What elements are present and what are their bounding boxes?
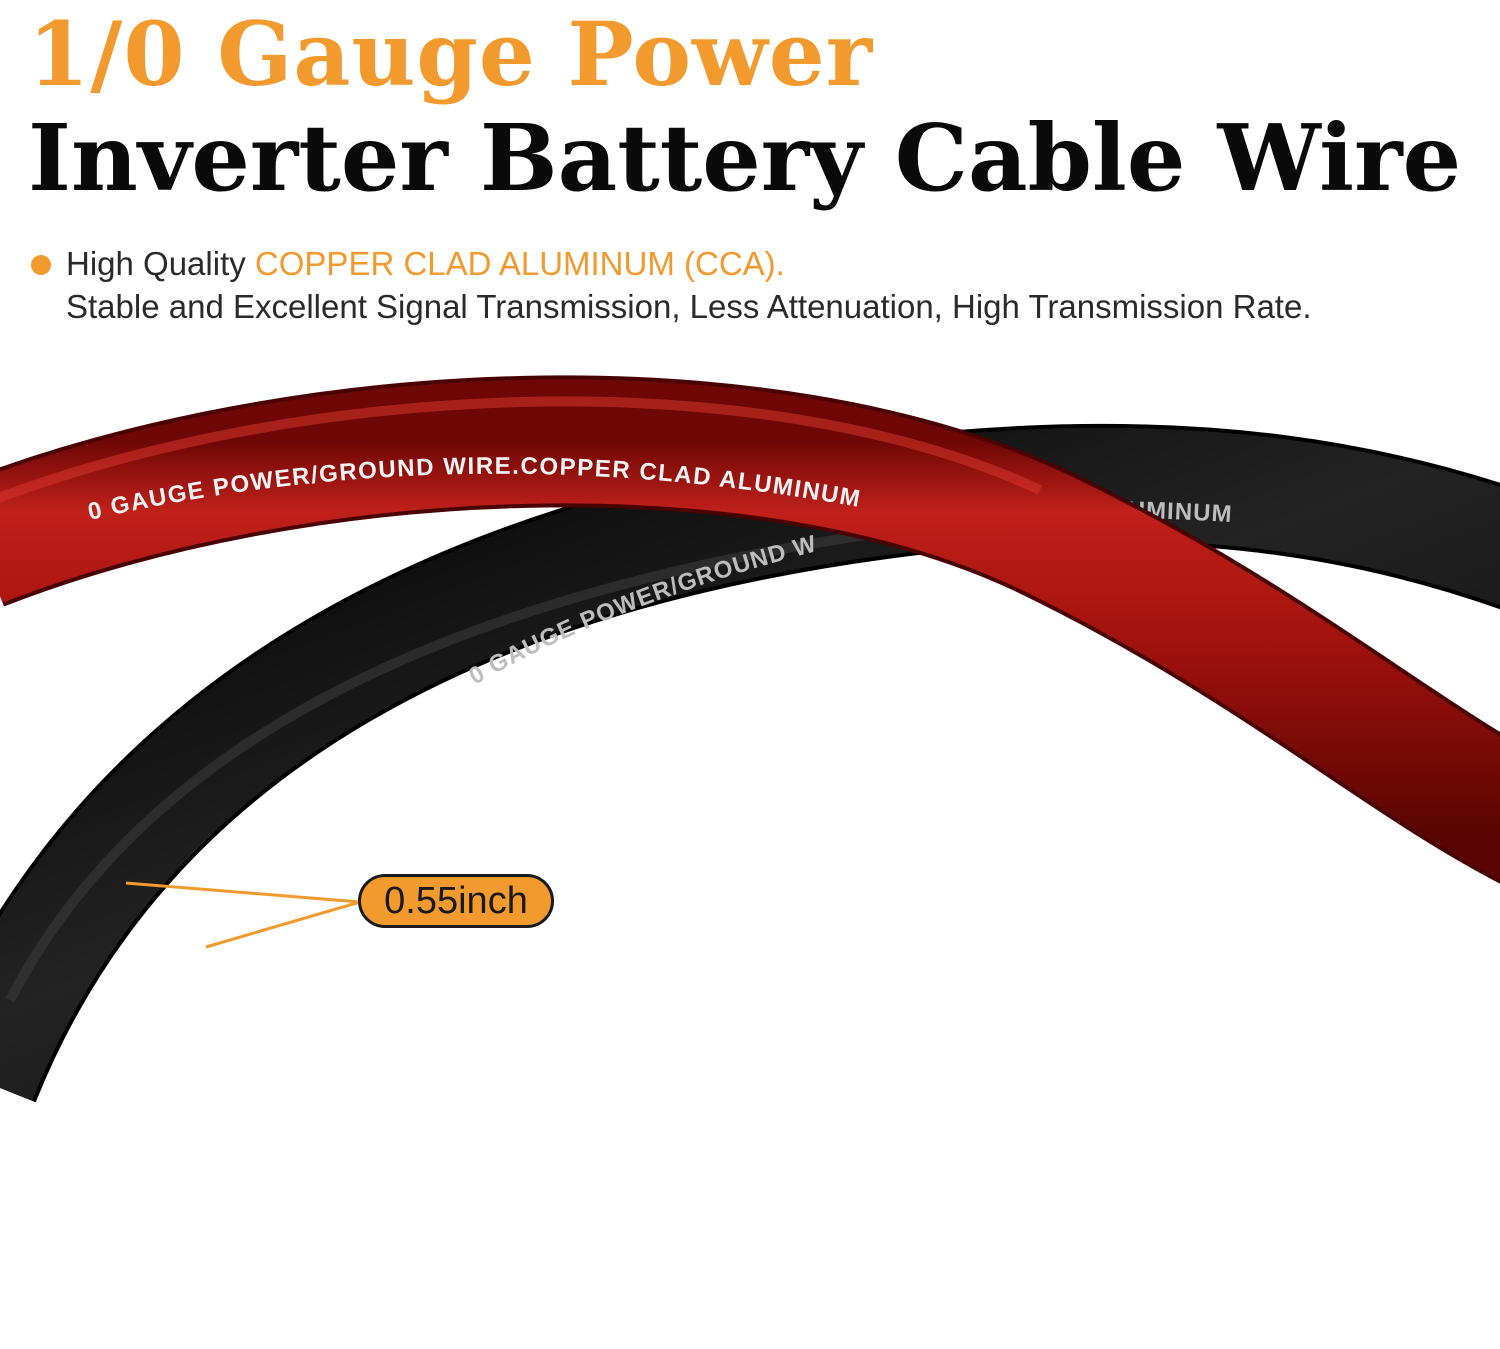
feature-highlight: COPPER CLAD ALUMINUM (CCA). <box>254 245 785 282</box>
feature-prefix: High Quality <box>66 245 255 282</box>
black-cable: 0 GAUGE POWER/GROUND W AD ALUMINUM <box>0 423 1500 1103</box>
feature-line: High Quality COPPER CLAD ALUMINUM (CCA). <box>66 245 785 283</box>
measurement-label: 0.55inch <box>358 874 554 928</box>
measurement-pointer <box>125 881 361 949</box>
bullet-icon <box>31 255 51 275</box>
feature-description: Stable and Excellent Signal Transmission… <box>66 288 1312 325</box>
title-line-2: Inverter Battery Cable Wire <box>28 104 1462 212</box>
title-line-1: 1/0 Gauge Power <box>28 2 874 106</box>
